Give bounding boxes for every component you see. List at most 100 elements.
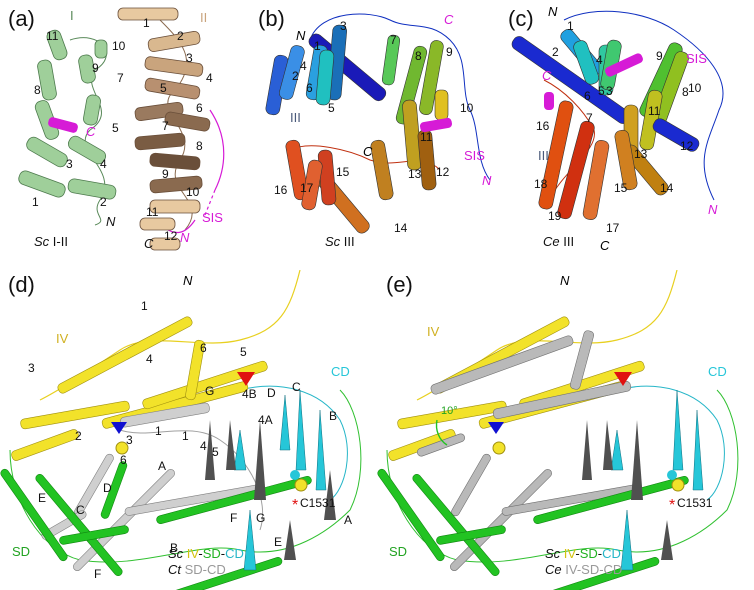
c-helix-16: 16 [536,119,550,133]
c-helix-6: 6 [584,89,591,103]
a-II-helix-5: 5 [160,81,167,95]
a-II-helix-11: 11 [146,205,159,219]
d-residue: C1531 [300,496,336,510]
b-II-helix-1: 1 [143,16,150,30]
a-helix-9: 9 [92,61,99,75]
c-c-terminus-sis: C [542,68,552,83]
d-sd-label: SD [12,544,30,559]
a-n-terminus-sis: N [180,230,190,245]
sis-helix-c2 [544,92,554,110]
d-sd-D: D [103,481,112,495]
e-n-terminus: N [560,273,570,288]
d-cd-4B: 4B [242,387,257,401]
a-helix-8: 8 [34,83,41,97]
a-helix-7: 7 [117,71,124,85]
d-cd-F: F [230,511,237,525]
panel-e-figure: * N IV CD SD C1531 10° [377,270,739,590]
a-helix-3: 3 [66,157,73,171]
yellow-sphere-d [115,441,129,455]
red-triangle-marker-e [614,372,632,386]
d-strand-1: 1 [182,429,189,443]
d-strand-5: 5 [212,445,219,459]
yellow-sphere-e [492,441,506,455]
d-cd-G2: G [256,511,265,525]
c-helix-3: 3 [606,84,613,98]
b-domain-label: III [290,110,301,125]
panel-c-figure: 1 2 3 4 5 6 7 8 9 10 11 12 13 14 15 16 1… [511,4,724,253]
d-cd-C: C [292,380,301,394]
a-II-helix-8: 8 [196,139,203,153]
a-II-helix-2: 2 [177,29,184,43]
d-iv-6: 6 [200,341,207,355]
c-helix-12: 12 [680,139,694,153]
panel-d-label: (d) [8,272,35,297]
b-helix-7: 7 [390,33,397,47]
domain-III-helices-c [511,28,700,220]
c-helix-4: 4 [596,53,603,67]
a-sis-label: SIS [202,210,223,225]
c1531-sphere-e [671,478,685,492]
panel-c-label: (c) [508,6,534,31]
red-asterisk-d: * [292,497,298,514]
c-helix-1: 1 [567,19,574,33]
a-II-helix-6: 6 [196,101,203,115]
b-helix-16: 16 [274,183,288,197]
red-asterisk-e: * [669,497,675,514]
d-strand-2: 1 [155,424,162,438]
panel-d-figure: * N IV CD SD C1531 1 2 3 4 5 6 C D E F A… [0,270,362,590]
a-helix-11: 10 [112,39,126,53]
b-helix-13: 13 [408,167,422,181]
dark-strands-e [582,420,673,560]
sis-helix-b [420,117,452,133]
d-sd-C: C [76,503,85,517]
b-helix-12: 12 [436,165,450,179]
d-cd-E: E [274,535,282,549]
b-helix-10: 10 [460,101,474,115]
d-cd-A: A [344,513,352,527]
CD-strands-d [233,389,327,571]
panel-d-caption: Sc IV-SD-CD Ct SD-CD [168,546,244,577]
b-helix-8: 8 [415,49,422,63]
b-helix-17: 17 [300,181,314,195]
CD-strands-e [610,389,704,571]
b-helix-2: 2 [292,69,299,83]
a-II-helix-10: 10 [186,185,200,199]
d-strand-6: 6 [120,453,127,467]
d-iv-4: 4 [146,352,153,366]
panel-e-label: (e) [386,272,413,297]
c-sis-label: SIS [686,51,707,66]
c-helix-15: 15 [614,181,628,195]
d-iv-2: 2 [75,429,82,443]
c-helix-11: 11 [648,104,661,118]
d-sd-A: A [158,459,166,473]
panel-b-figure: 1 2 3 4 5 6 7 8 9 10 11 12 13 14 15 16 1… [265,12,492,235]
c-helix-2: 2 [552,45,559,59]
SD-helices-d [0,461,312,590]
d-cd-D: D [267,386,276,400]
d-iv-3: 3 [28,361,35,375]
b-c-terminus: C [363,144,373,159]
c-helix-7: 7 [586,111,593,125]
c-helix-18: 18 [534,177,548,191]
d-iv-5: 5 [240,345,247,359]
panel-a-figure: I II 11 10 9 7 8 5 4 3 1 2 1 2 3 4 5 6 7… [18,7,225,251]
b-helix-1: 1 [314,39,321,53]
b-sis-label: SIS [464,148,485,163]
domain-II-helices [117,7,211,251]
d-iv-label: IV [56,331,69,346]
cyan-sphere-d [290,470,300,480]
d-strand-4: 4 [200,439,207,453]
d-sd-B: B [170,541,178,555]
e-residue: C1531 [677,496,713,510]
domain-I-label: I [70,8,74,23]
cyan-sphere-e [667,470,677,480]
b-helix-3: 3 [340,19,347,33]
rotation-arrow-e [435,419,448,446]
d-sd-F: F [94,567,101,581]
b-n-terminus: N [296,28,306,43]
panel-c-caption: Ce III [543,234,575,249]
a-II-helix-9: 9 [162,167,169,181]
sis-helix-c [605,53,643,77]
b-helix-5: 5 [328,101,335,115]
b-helix-6: 6 [306,81,313,95]
